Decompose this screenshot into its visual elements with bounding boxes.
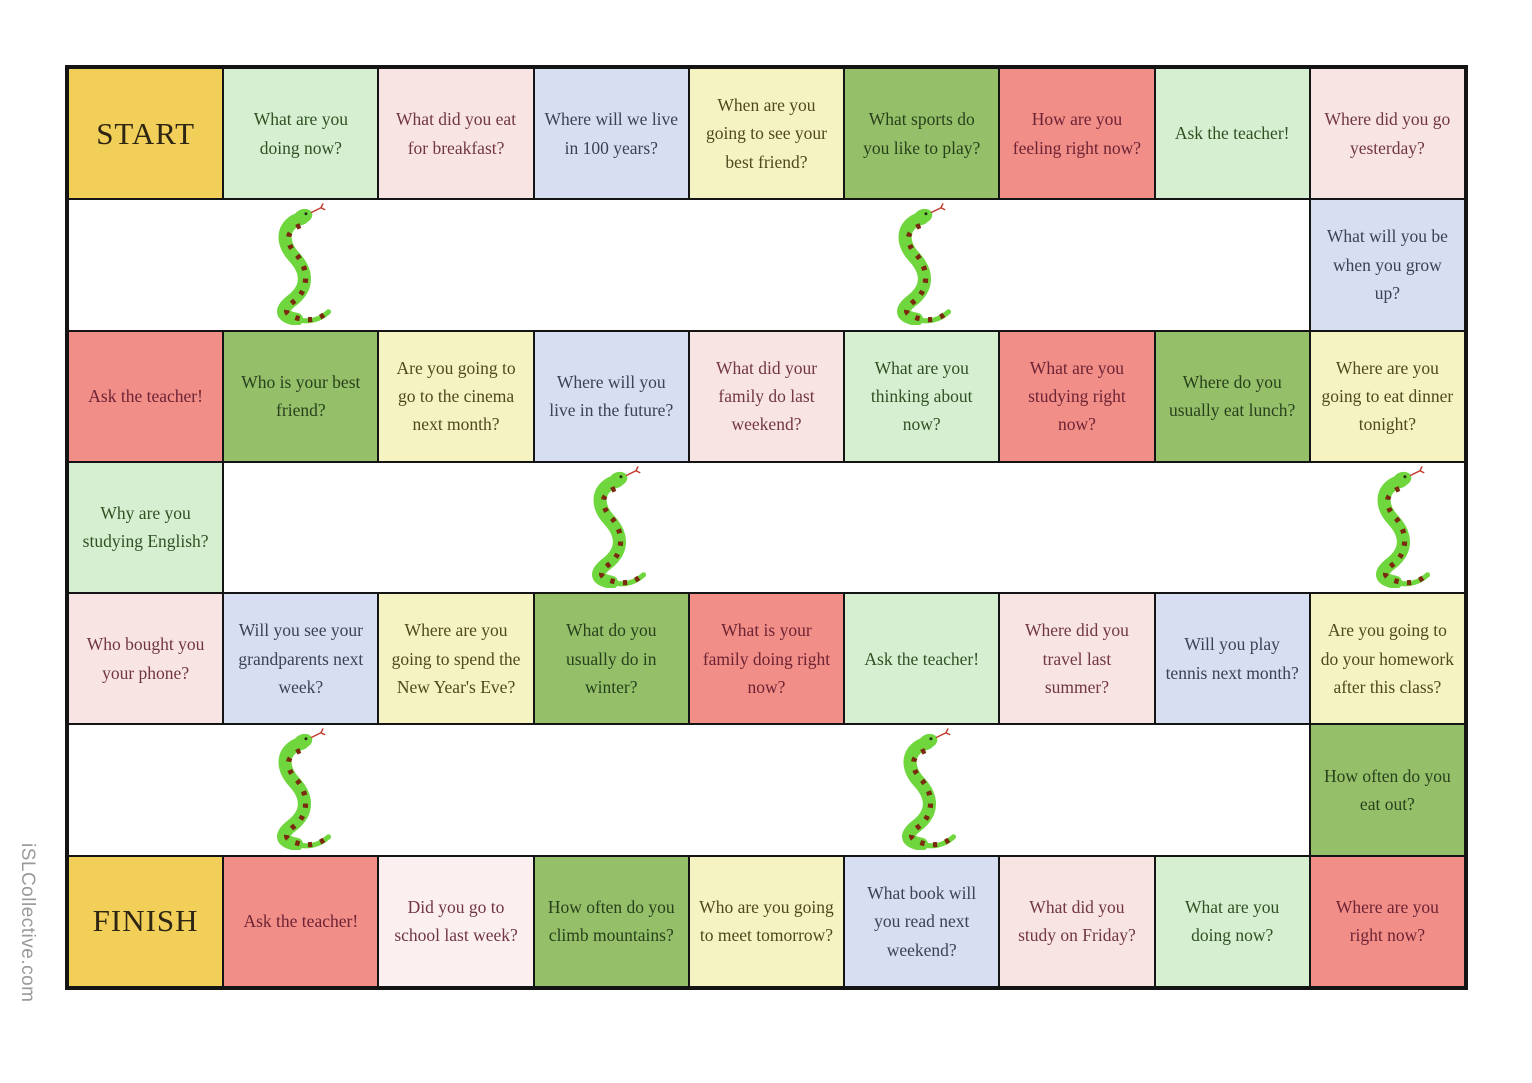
question-cell: What are you studying right now? bbox=[999, 330, 1155, 462]
question-cell: What are you doing now? bbox=[1154, 855, 1310, 987]
question-cell: Are you going to do your homework after … bbox=[1309, 593, 1465, 725]
question-cell: What do you usually do in winter? bbox=[533, 593, 689, 725]
question-cell: Who is your best friend? bbox=[223, 330, 379, 462]
question-cell: Where are you right now? bbox=[1309, 855, 1465, 987]
snake-icon bbox=[247, 203, 333, 327]
question-cell: Will you see your grandparents next week… bbox=[223, 593, 379, 725]
question-cell: Will you play tennis next month? bbox=[1154, 593, 1310, 725]
snake-icon bbox=[562, 466, 648, 589]
connector-strip bbox=[68, 724, 1310, 856]
question-cell: Ask the teacher! bbox=[844, 593, 1000, 725]
question-cell: What book will you read next weekend? bbox=[844, 855, 1000, 987]
question-cell: Ask the teacher! bbox=[1154, 68, 1310, 200]
question-cell: Who bought you your phone? bbox=[68, 593, 224, 725]
question-cell: Where did you go yesterday? bbox=[1309, 68, 1465, 200]
question-cell: Why are you studying English? bbox=[68, 461, 224, 594]
question-cell: Where did you travel last summer? bbox=[999, 593, 1155, 725]
question-cell: Who are you going to meet tomorrow? bbox=[688, 855, 845, 987]
connector-strip bbox=[68, 199, 1310, 331]
question-cell: How are you feeling right now? bbox=[999, 68, 1155, 200]
question-cell: How often do you climb mountains? bbox=[533, 855, 689, 987]
question-cell: What is your family doing right now? bbox=[688, 593, 845, 725]
question-cell: Did you go to school last week? bbox=[378, 855, 534, 987]
question-cell: What did you study on Friday? bbox=[999, 855, 1155, 987]
start-cell: START bbox=[68, 68, 224, 200]
watermark: iSLCollective.com bbox=[17, 843, 38, 1003]
question-cell: Where will you live in the future? bbox=[533, 330, 689, 462]
question-cell: Where are you going to spend the New Yea… bbox=[378, 593, 534, 725]
question-cell: Where do you usually eat lunch? bbox=[1154, 330, 1310, 462]
question-cell: How often do you eat out? bbox=[1309, 724, 1465, 856]
question-cell: What did your family do last weekend? bbox=[688, 330, 845, 462]
question-cell: Where will we live in 100 years? bbox=[533, 68, 689, 200]
question-cell: What will you be when you grow up? bbox=[1309, 199, 1465, 331]
question-cell: What are you doing now? bbox=[223, 68, 379, 200]
snake-icon bbox=[867, 203, 953, 327]
question-cell: What are you thinking about now? bbox=[844, 330, 1000, 462]
question-cell: Where are you going to eat dinner tonigh… bbox=[1309, 330, 1465, 462]
finish-cell: FINISH bbox=[68, 855, 224, 987]
snake-icon bbox=[1346, 466, 1432, 589]
question-cell: When are you going to see your best frie… bbox=[688, 68, 845, 200]
snake-icon bbox=[247, 728, 333, 852]
connector-strip bbox=[223, 461, 1465, 594]
question-cell: What sports do you like to play? bbox=[844, 68, 1000, 200]
question-cell: Are you going to go to the cinema next m… bbox=[378, 330, 534, 462]
snake-icon bbox=[872, 728, 958, 852]
question-cell: Ask the teacher! bbox=[68, 330, 224, 462]
question-cell: Ask the teacher! bbox=[223, 855, 379, 987]
question-cell: What did you eat for breakfast? bbox=[378, 68, 534, 200]
